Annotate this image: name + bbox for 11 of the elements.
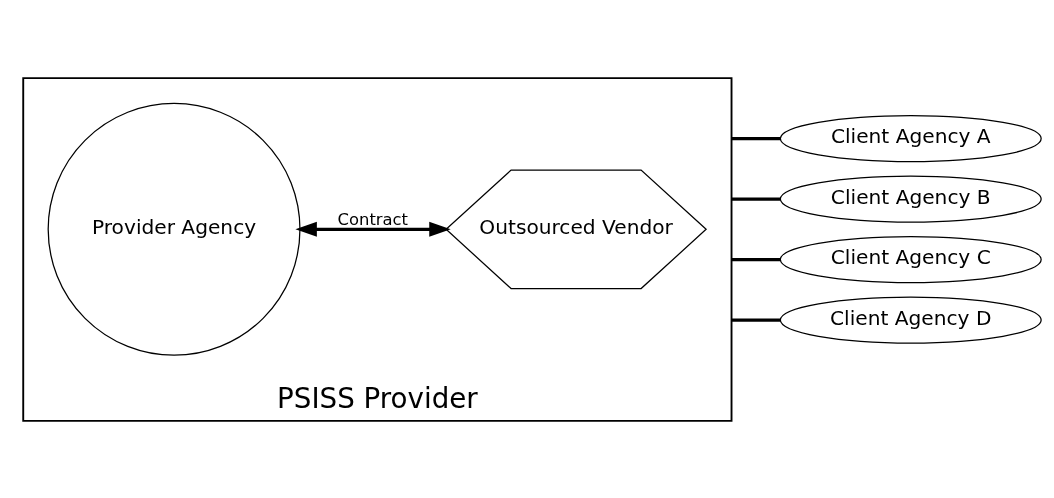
connector [731, 136, 781, 140]
connector [731, 257, 781, 261]
connector [731, 318, 781, 322]
edge-label: Contract [337, 209, 409, 229]
node-ellipse: Client Agency D [779, 295, 1042, 344]
connector [731, 197, 781, 201]
arrow [295, 221, 451, 237]
node-circle: Provider Agency [47, 102, 301, 356]
node-ellipse: Client Agency B [779, 174, 1042, 223]
node-ellipse: Client Agency A [779, 114, 1042, 162]
node-ellipse: Client Agency C [779, 235, 1042, 283]
